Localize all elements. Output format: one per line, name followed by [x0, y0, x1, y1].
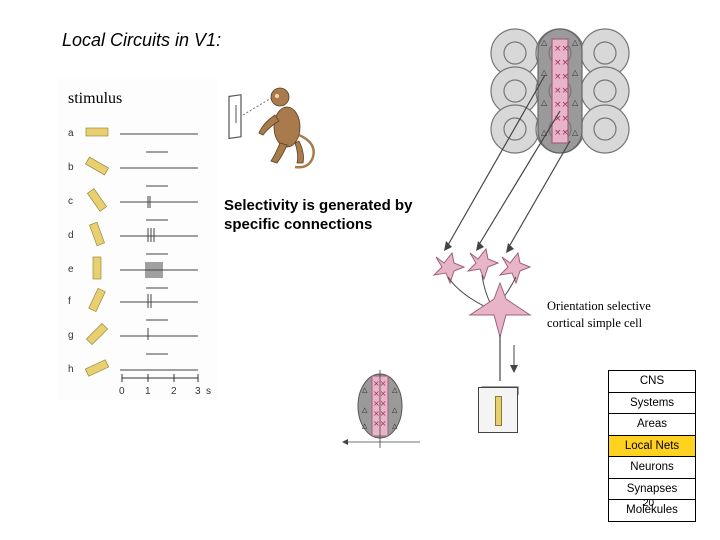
- stimulus-bar-e: [92, 256, 102, 280]
- svg-text:△: △: [572, 38, 579, 47]
- svg-text:△: △: [572, 128, 579, 137]
- svg-text:△: △: [362, 406, 368, 414]
- nav-item-neurons[interactable]: Neurons: [609, 456, 695, 478]
- svg-text:△: △: [392, 406, 398, 414]
- nav-item-areas[interactable]: Areas: [609, 413, 695, 435]
- row-label-h: h: [68, 364, 74, 375]
- nav-item-synapses[interactable]: Synapses: [609, 477, 695, 500]
- time-tick-3: 3: [195, 386, 201, 397]
- svg-text:××: ××: [554, 114, 569, 124]
- receptive-field-grid: [490, 28, 630, 154]
- row-label-b: b: [68, 162, 74, 173]
- slide-title: Local Circuits in V1:: [62, 30, 222, 50]
- svg-text:△: △: [541, 98, 548, 107]
- stimulus-bar-b: [85, 156, 109, 176]
- svg-text:△: △: [572, 98, 579, 107]
- monkey-viewing-screen-illustration: [225, 75, 320, 180]
- svg-text:××: ××: [554, 128, 569, 138]
- svg-text:××: ××: [554, 100, 569, 110]
- svg-text:△: △: [572, 68, 579, 77]
- output-response-bar: [478, 387, 518, 433]
- svg-text:△: △: [392, 422, 398, 430]
- receptive-field-circuit-diagram: ×× ×× ×× ×× ×× ×× ×× △ △ △ △ △ △ △ △: [430, 15, 640, 400]
- orientation-label-line2: cortical simple cell: [547, 316, 643, 330]
- nav-item-cns[interactable]: CNS: [639, 375, 665, 387]
- monkey-icon: [258, 87, 315, 169]
- orientation-cell-label: Orientation selective cortical simple ce…: [547, 298, 707, 332]
- svg-text:××: ××: [554, 72, 569, 82]
- nav-item-systems[interactable]: Systems: [609, 391, 695, 414]
- svg-text:××: ××: [554, 44, 569, 54]
- svg-text:△: △: [541, 68, 548, 77]
- screen-icon: [228, 94, 242, 140]
- stimulus-bar-g: [85, 322, 109, 346]
- nav-item-local-nets[interactable]: Local Nets: [609, 434, 695, 456]
- row-label-c: c: [68, 196, 73, 207]
- row-label-e: e: [68, 264, 74, 275]
- row-label-d: d: [68, 230, 74, 241]
- svg-text:××: ××: [554, 86, 569, 96]
- receptive-field-illustration: ×××××× ×××× △△△ △△△: [340, 368, 430, 458]
- stimulus-label: stimulus: [68, 90, 123, 107]
- stimulus-panel: a b c d e f g h: [58, 78, 218, 400]
- time-unit: s: [206, 386, 211, 397]
- row-label-f: f: [68, 296, 71, 307]
- svg-text:××: ××: [554, 58, 569, 68]
- svg-text:△: △: [541, 38, 548, 47]
- row-label-g: g: [68, 330, 74, 341]
- topic-nav-panel: CNS Systems Areas Local Nets Neurons Syn…: [608, 370, 696, 522]
- selectivity-text: Selectivity is generated by specific con…: [224, 197, 413, 233]
- svg-text:△: △: [541, 128, 548, 137]
- svg-text:△: △: [362, 386, 368, 394]
- input-neurons: [432, 247, 532, 285]
- time-tick-2: 2: [171, 386, 177, 397]
- time-tick-0: 0: [119, 386, 125, 397]
- stimulus-bar-c: [86, 188, 108, 212]
- simple-cell-neuron: [468, 281, 532, 339]
- stimulus-bar-f: [88, 287, 106, 313]
- stimulus-bar-d: [89, 221, 105, 247]
- page-number: 20: [643, 498, 655, 509]
- svg-text:△: △: [362, 422, 368, 430]
- stimulus-bar-a: [85, 127, 109, 137]
- svg-text:△: △: [392, 386, 398, 394]
- orientation-label-line1: Orientation selective: [547, 299, 651, 313]
- time-tick-1: 1: [145, 386, 151, 397]
- nav-item-molekules[interactable]: Molekules: [609, 499, 695, 521]
- row-label-a: a: [68, 128, 74, 139]
- stimulus-response-figure: a b c d e f g h: [68, 127, 211, 397]
- stimulus-bar-h: [84, 359, 110, 377]
